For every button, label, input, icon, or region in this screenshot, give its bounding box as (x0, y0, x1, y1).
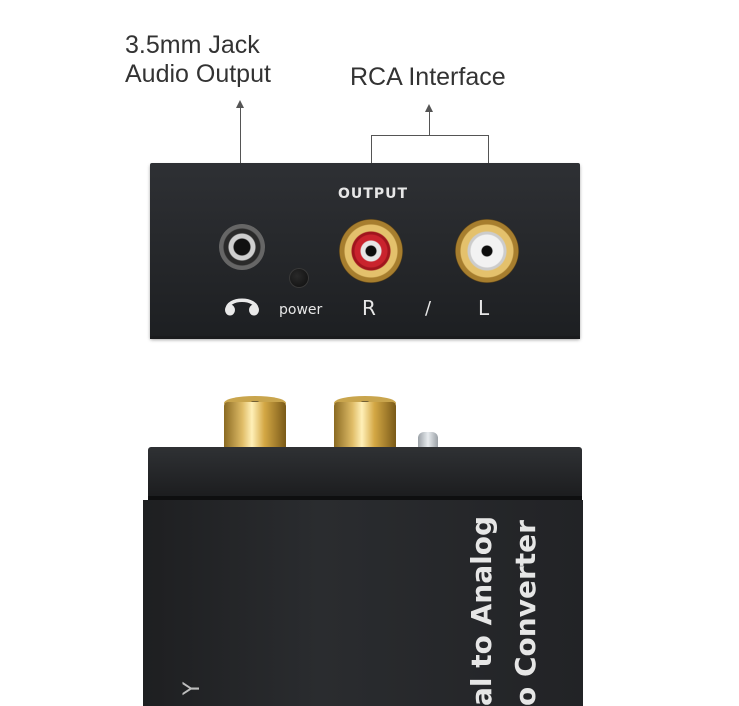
rca-right-socket (339, 219, 403, 283)
rca-bracket-horizontal (371, 135, 489, 136)
channel-separator: / (425, 298, 432, 319)
rca-post-left (224, 402, 286, 448)
headphone-icon (225, 298, 259, 316)
rca-left-socket (455, 219, 519, 283)
rca-post-right (334, 402, 396, 448)
rca-pointer-stem (429, 111, 430, 135)
brand-fragment: Y (180, 681, 206, 696)
output-label: OUTPUT (338, 186, 408, 202)
device-side-text: al to Analog o Converter (460, 518, 540, 706)
jack-callout-line1: 3.5mm Jack (125, 31, 260, 59)
power-label: power (279, 302, 323, 318)
device-side-text-line1: al to Analog (465, 518, 498, 706)
power-led-icon (289, 268, 309, 288)
left-channel-label: L (478, 296, 490, 320)
device-side-text-line2: o Converter (509, 520, 540, 706)
device-body (143, 500, 583, 706)
jack-callout: 3.5mm Jack Audio Output (125, 31, 271, 89)
audio-jack-icon (219, 224, 265, 270)
right-channel-label: R (362, 296, 376, 320)
jack-callout-line2: Audio Output (125, 60, 271, 88)
optical-port (418, 432, 438, 450)
jack-pointer-arrow (236, 100, 244, 108)
rca-callout: RCA Interface (350, 63, 506, 91)
panel-bottom-edge (150, 336, 580, 339)
device-top-face (148, 447, 582, 497)
device-seam (148, 496, 582, 502)
rca-pointer-arrow (425, 104, 433, 112)
